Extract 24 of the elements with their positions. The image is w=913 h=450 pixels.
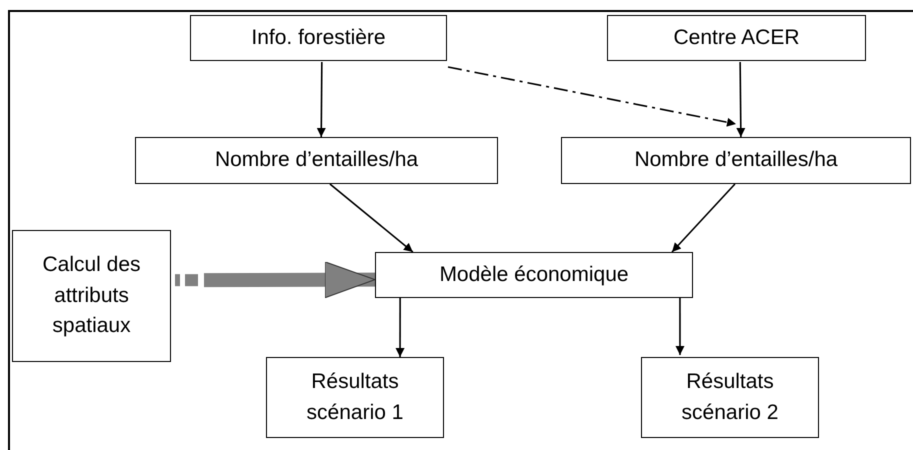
arrow [316, 62, 326, 137]
arrow [671, 183, 736, 253]
process-box [135, 137, 498, 184]
process-box [607, 15, 866, 61]
box-label: Modèle économique [439, 262, 629, 288]
box-label: Résultats scénario 2 [680, 369, 780, 426]
arrow [329, 183, 414, 253]
process-box [266, 357, 444, 438]
process-box [641, 357, 819, 438]
arrow [396, 298, 405, 357]
box-label: Info. forestière [251, 24, 386, 51]
box-label: Nombre d’entailles/ha [634, 147, 838, 174]
process-box [561, 137, 911, 184]
block-arrow [175, 261, 376, 298]
box-label: Résultats scénario 1 [306, 369, 404, 426]
process-box [190, 15, 447, 61]
box-label: Centre ACER [673, 24, 800, 51]
box-label: Calcul des attributs spatiaux [41, 252, 142, 340]
box-label: Nombre d’entailles/ha [214, 147, 418, 174]
arrow [736, 62, 746, 137]
process-box [375, 252, 693, 298]
arrow [448, 66, 736, 127]
process-box [12, 230, 171, 362]
arrow [675, 298, 684, 355]
